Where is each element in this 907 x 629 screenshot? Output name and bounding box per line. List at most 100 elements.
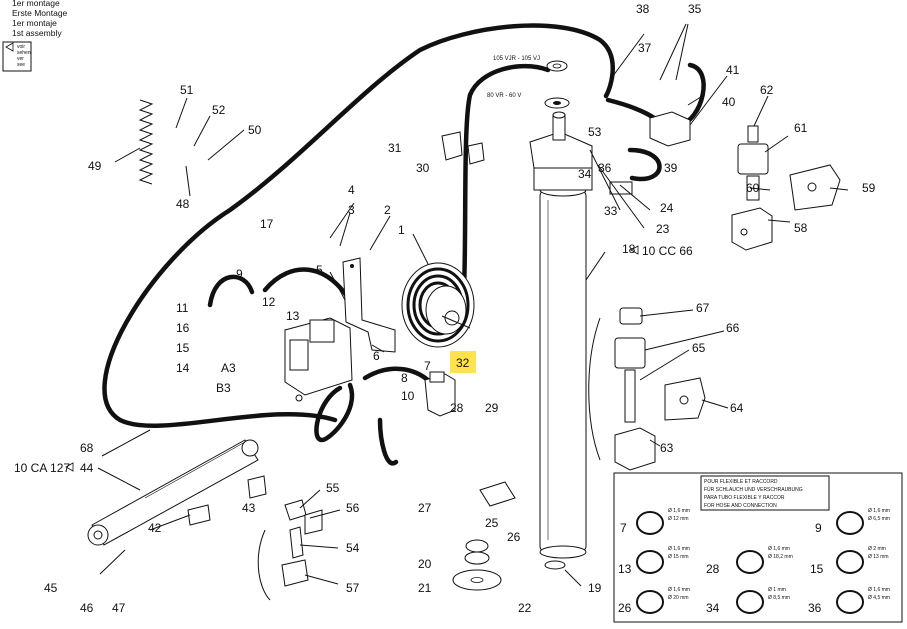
callout-29: 29 xyxy=(485,401,499,415)
callout-3: 3 xyxy=(348,203,355,217)
callout-65: 65 xyxy=(692,341,706,355)
hose-label-vjr: 105 VJR - 105 VJ xyxy=(493,56,540,62)
clamp-dim: Ø 1,6 mm xyxy=(668,546,690,552)
hose-main-loop xyxy=(102,23,615,428)
clamp-ring-icon xyxy=(836,590,864,614)
callout-11: 11 xyxy=(176,301,189,315)
lift-cylinder xyxy=(529,111,593,559)
see-line: ver xyxy=(17,56,24,62)
clamp-dim: Ø 1,6 mm xyxy=(868,587,890,593)
hose-valve-link xyxy=(362,366,433,385)
callout-6: 6 xyxy=(373,349,380,363)
callout-1: 1 xyxy=(398,223,405,237)
leader-lines xyxy=(97,23,849,587)
callout-14: 14 xyxy=(176,361,190,375)
hose-valve-top xyxy=(262,267,358,313)
table-ref: 7 xyxy=(620,521,627,535)
callout-33: 33 xyxy=(604,204,618,218)
callout-23: 23 xyxy=(656,222,670,236)
clamp-table: POUR FLEXIBLE ET RACCORD FÜR SCHLAUCH UN… xyxy=(613,472,903,623)
see-line: see xyxy=(17,62,25,68)
callout-7: 7 xyxy=(424,359,431,373)
callout-55: 55 xyxy=(326,481,340,495)
callout-9: 9 xyxy=(236,267,243,281)
callout-41: 41 xyxy=(726,63,740,77)
table-ref: 13 xyxy=(618,562,632,576)
callout-27: 27 xyxy=(418,501,432,515)
callout-25: 25 xyxy=(485,516,499,530)
clamp-dim: Ø 1,6 mm xyxy=(868,508,890,514)
clamp-dim: Ø 8,5 mm xyxy=(768,595,790,601)
valve-label-b3: B3 xyxy=(216,381,231,395)
callout-13: 13 xyxy=(286,309,300,323)
clamp-dim: Ø 4,5 mm xyxy=(868,595,890,601)
reference-cc66: 10 CC 66 xyxy=(642,244,693,258)
table-ref: 9 xyxy=(815,521,822,535)
callout-8: 8 xyxy=(401,371,408,385)
callout-60: 60 xyxy=(746,181,760,195)
callout-45: 45 xyxy=(44,581,58,595)
callout-16: 16 xyxy=(176,321,190,335)
clamp-dim: Ø 12 mm xyxy=(668,516,689,522)
callout-51: 51 xyxy=(180,83,194,97)
hose-right-loop xyxy=(627,147,662,182)
table-ref: 26 xyxy=(618,601,632,615)
callout-62: 62 xyxy=(760,83,774,97)
legend-line: Erste Montage xyxy=(12,8,68,18)
table-title-line: FOR HOSE AND CONNECTION xyxy=(704,503,777,509)
callout-54: 54 xyxy=(346,541,360,555)
callout-56: 56 xyxy=(346,501,360,515)
callout-39: 39 xyxy=(664,161,678,175)
clamp-ring-icon xyxy=(636,511,664,535)
clamp-ring-icon xyxy=(636,550,664,574)
callout-numbers: 1 2 3 4 5 6 7 8 9 10 11 12 13 14 15 16 1… xyxy=(44,2,876,615)
callout-48: 48 xyxy=(176,197,190,211)
reference-arrow-icon xyxy=(65,462,74,472)
table-title-line: FÜR SCHLAUCH UND VERSCHRAUBUNG xyxy=(704,486,803,493)
hose-lower-right xyxy=(377,417,399,466)
clamp-dim: Ø 1,6 mm xyxy=(768,546,790,552)
callout-66: 66 xyxy=(726,321,740,335)
callout-30: 30 xyxy=(416,161,430,175)
hose-lower-loop xyxy=(314,382,355,443)
table-ref: 15 xyxy=(810,562,824,576)
table-ref: 28 xyxy=(706,562,720,576)
legend-line: 1er montage xyxy=(12,0,60,8)
table-ref: 34 xyxy=(706,601,720,615)
clamp-dim: Ø 1,6 mm xyxy=(668,587,690,593)
clamp-ring-icon xyxy=(736,550,764,574)
reference-arrow-icon xyxy=(630,245,639,255)
callout-34: 34 xyxy=(578,167,592,181)
hose-valve-left xyxy=(207,274,255,308)
clamp-ring-icon xyxy=(736,590,764,614)
callout-17: 17 xyxy=(260,217,274,231)
callout-4: 4 xyxy=(348,183,355,197)
callout-22: 22 xyxy=(518,601,532,615)
clamp-ring-icon xyxy=(836,511,864,535)
clamp-dim: Ø 20 mm xyxy=(668,595,689,601)
reference-ca127: 10 CA 127 xyxy=(14,461,70,475)
callout-44: 44 xyxy=(80,461,94,475)
callout-61: 61 xyxy=(794,121,808,135)
callout-40: 40 xyxy=(722,95,736,109)
callout-38: 38 xyxy=(636,2,650,16)
clamp-ring-icon xyxy=(636,590,664,614)
callout-37: 37 xyxy=(638,41,652,55)
callout-43: 43 xyxy=(242,501,256,515)
assembly-legend: 1er montage Erste Montage 1er montaje 1s… xyxy=(2,0,68,72)
callout-49: 49 xyxy=(88,159,102,173)
callout-59: 59 xyxy=(862,181,876,195)
table-title-line: POUR FLEXIBLE ET RACCORD xyxy=(704,479,778,485)
callout-10: 10 xyxy=(401,389,415,403)
callout-52: 52 xyxy=(212,103,226,117)
callout-64: 64 xyxy=(730,401,744,415)
callout-18: 18 xyxy=(622,242,636,256)
clamp-dim: Ø 6,5 mm xyxy=(868,516,890,522)
clamp-dim: Ø 2 mm xyxy=(868,546,886,552)
highlighted-callout-32: 32 xyxy=(456,356,470,370)
tilt-cylinder xyxy=(87,439,259,546)
callout-63: 63 xyxy=(660,441,674,455)
callout-24: 24 xyxy=(660,201,674,215)
callout-36: 36 xyxy=(598,161,612,175)
